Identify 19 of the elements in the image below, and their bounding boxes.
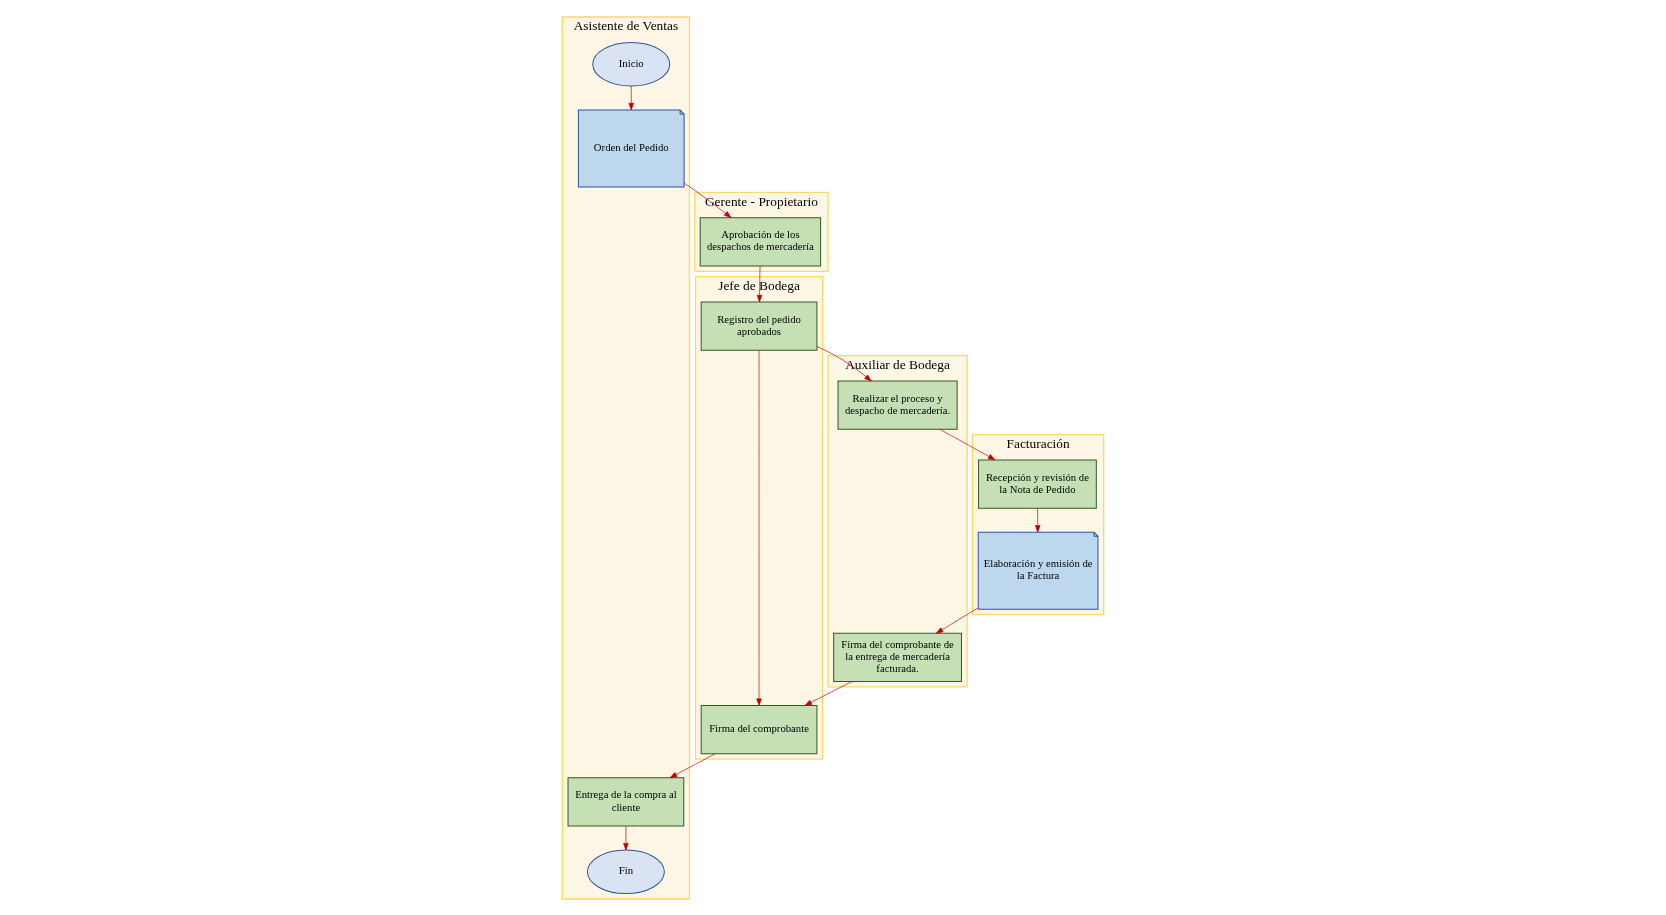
node-ellipse: Fin bbox=[586, 849, 665, 894]
node-box: Entrega de la compra al cliente bbox=[567, 776, 685, 827]
arrow bbox=[756, 349, 762, 706]
node-box: Recepción y revisión de la Nota de Pedido bbox=[978, 459, 1097, 509]
node-box: Realizar el proceso y despacho de mercadería. bbox=[837, 380, 958, 430]
node-box: Firma del comprobante bbox=[700, 704, 818, 754]
node-box: Firma del comprobante de la entrega de mercadería facturada. bbox=[833, 632, 962, 682]
arrow bbox=[623, 825, 629, 850]
arrow bbox=[756, 265, 763, 302]
arrow bbox=[669, 752, 716, 778]
arrow bbox=[939, 428, 996, 460]
node-box: Aprobación de los despachos de mercadería bbox=[699, 216, 822, 266]
node-box: Registro del pedido aprobados bbox=[700, 301, 818, 351]
arrow bbox=[935, 607, 979, 634]
arrow bbox=[628, 85, 634, 110]
arrow bbox=[816, 345, 872, 381]
node-ellipse: Inicio bbox=[592, 41, 671, 86]
arrow bbox=[1035, 507, 1041, 533]
arrow bbox=[804, 680, 853, 706]
